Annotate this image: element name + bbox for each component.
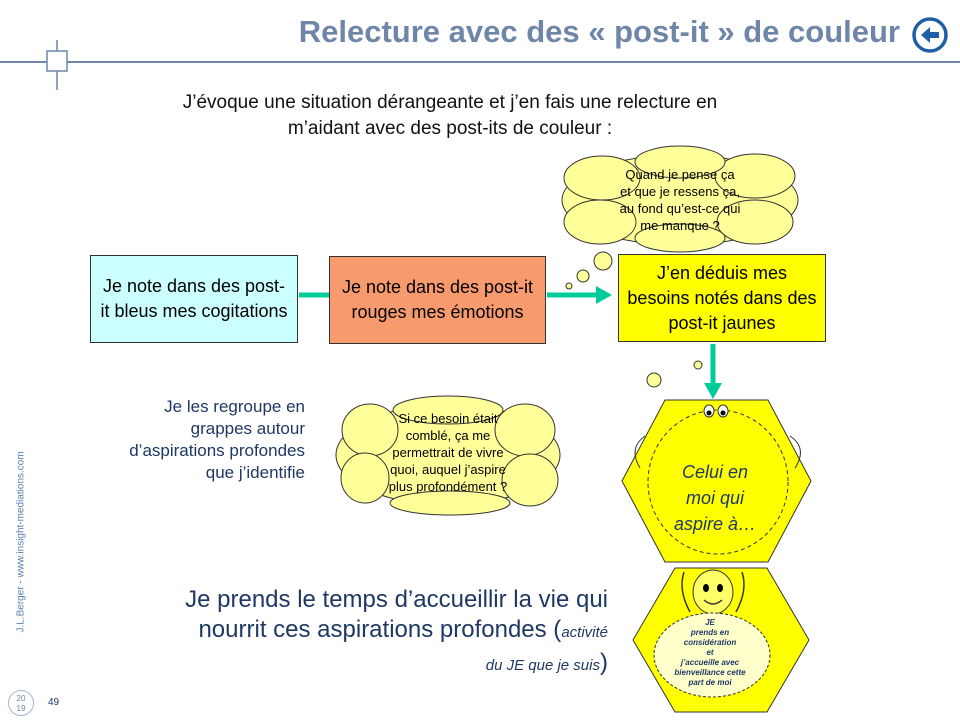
bottom-statement: Je prends le temps d’accueillir la vie q… <box>180 585 608 681</box>
cloud-middle-line: quoi, auquel j’aspire <box>390 462 506 477</box>
box-yellow-postit: J’en déduis mes besoins notés dans des p… <box>618 254 826 342</box>
hexagon-je-line: et <box>706 648 714 657</box>
arrow-yellow-to-hexagon <box>704 344 722 399</box>
author-credit: J.L.Berger - www.insight-mediations.com <box>15 451 27 633</box>
hexagon-aspiration-text: Celui en moi qui aspire à… <box>660 459 770 537</box>
grouping-text: Je les regroupe en grappes autour d’aspi… <box>129 397 305 482</box>
year-badge: 20 19 <box>8 690 34 716</box>
box-red-postit: Je note dans des post-it rouges mes émot… <box>329 256 546 344</box>
cloud-middle-line: plus profondément ? <box>388 479 508 494</box>
back-arrow-icon[interactable] <box>911 16 949 54</box>
bottom-small: activité du JE que je suis <box>485 624 608 674</box>
hexagon-aspiration-line: aspire à… <box>673 514 757 534</box>
bottom-main: Je prends le temps d’accueillir la vie q… <box>185 586 608 643</box>
arrow-red-to-yellow <box>547 286 612 304</box>
thought-cloud-middle <box>335 360 703 516</box>
hexagon-je-line: considération <box>683 638 737 647</box>
intro-line-1: J’évoque une situation dérangeante et j’… <box>182 92 718 113</box>
year-bottom: 19 <box>16 704 26 713</box>
cloud-top-line: et que je ressens ça, <box>620 184 740 199</box>
intro-text: J’évoque une situation dérangeante et j’… <box>90 90 810 142</box>
year-top: 20 <box>16 694 26 703</box>
hexagon-aspiration-line: Celui en <box>681 462 749 482</box>
page-number: 49 <box>48 697 60 708</box>
cloud-top-text: Quand je pense ça et que je ressens ça, … <box>590 166 770 234</box>
box-blue-postit: Je note dans des post-it bleus mes cogit… <box>90 255 298 343</box>
hexagon-je-line: prends en <box>690 628 730 637</box>
cloud-middle-line: Si ce besoin était <box>398 411 498 426</box>
hexagon-je-line: j’accueille avec <box>680 658 740 667</box>
hexagon-je-line: bienveillance cette <box>674 668 746 677</box>
cloud-top-line: au fond qu’est-ce qui <box>619 201 741 216</box>
page-title: Relecture avec des « post-it » de couleu… <box>298 14 900 49</box>
cloud-middle-line: permettrait de vivre <box>392 445 504 460</box>
hexagon-je-line: JE <box>705 618 715 627</box>
cloud-middle-line: comblé, ça me <box>405 428 491 443</box>
hexagon-je-line: part de moi <box>688 678 732 687</box>
hexagon-je <box>632 567 810 713</box>
bottom-close: ) <box>600 649 608 676</box>
cloud-top-line: me manque ? <box>640 218 720 233</box>
thought-cloud-top <box>561 145 799 290</box>
cloud-top-line: Quand je pense ça <box>625 167 735 182</box>
hexagon-aspiration <box>621 399 812 563</box>
hexagon-je-text: JE prends en considération et j’accueill… <box>655 618 765 688</box>
cloud-middle-text: Si ce besoin était comblé, ça me permett… <box>358 410 538 495</box>
hexagon-aspiration-line: moi qui <box>685 488 745 508</box>
intro-line-2: m’aidant avec des post-its de couleur : <box>287 118 613 139</box>
